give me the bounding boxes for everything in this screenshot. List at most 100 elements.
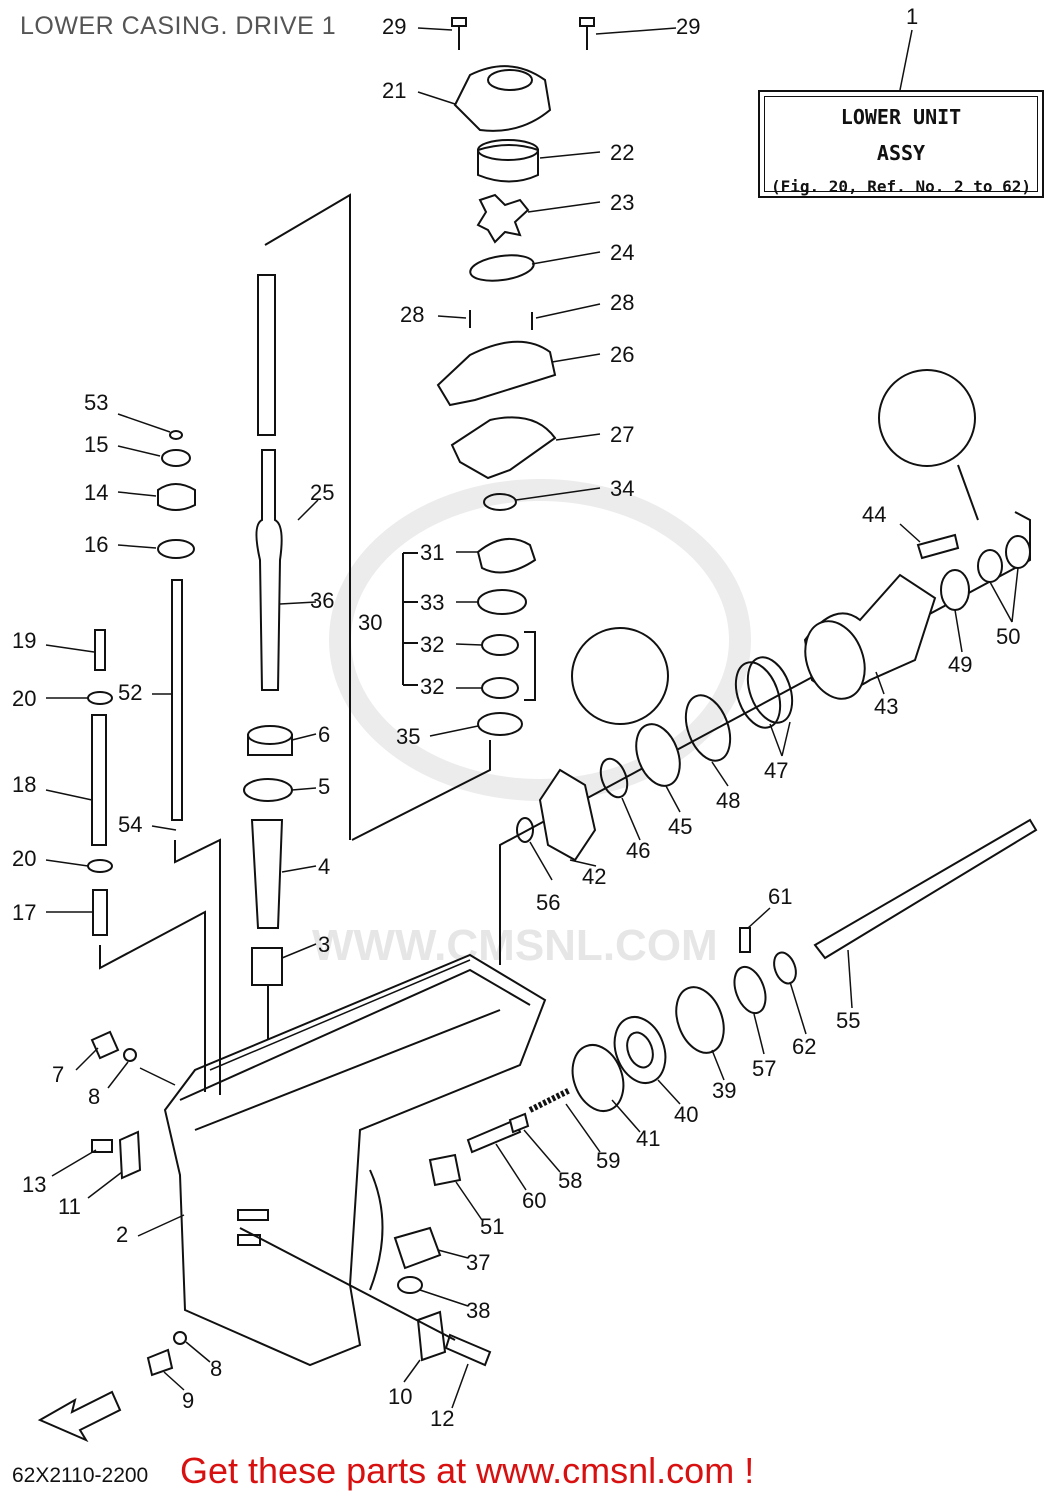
callout-54: 54 [118, 812, 142, 837]
lower-unit-assembly-box: LOWER UNIT ASSY (Fig. 20, Ref. No. 2 to … [758, 90, 1044, 198]
callout-20a: 20 [12, 686, 36, 711]
washer-35 [477, 712, 523, 736]
plunger-60 [466, 1118, 522, 1154]
pump-housing-21 [453, 65, 552, 132]
callout-62: 62 [792, 1034, 816, 1059]
leader-lines [45, 27, 1019, 1409]
oil-seal-32b [481, 677, 519, 699]
bearing-49 [940, 569, 970, 611]
page-title: LOWER CASING. DRIVE 1 [20, 12, 337, 40]
seal-50a [977, 549, 1003, 583]
plate-10 [416, 1310, 447, 1362]
callout-50: 50 [996, 624, 1020, 649]
spring-59 [528, 1087, 572, 1113]
hose-18 [91, 714, 107, 846]
screw-12 [444, 1333, 492, 1367]
callout-44: 44 [862, 502, 886, 527]
callout-20b: 20 [12, 846, 36, 871]
parts-artwork [87, 17, 1038, 1377]
drive-shaft-upper [257, 274, 276, 436]
seal-50b [1005, 535, 1031, 569]
screw-9 [146, 1348, 174, 1377]
drive-shaft-lower [255, 449, 283, 691]
callout-16: 16 [84, 532, 108, 557]
callout-31: 31 [420, 540, 444, 565]
callout-11: 11 [58, 1194, 81, 1219]
gasket-24 [469, 254, 535, 282]
clutch-57 [733, 965, 767, 1015]
propeller-shaft-55 [813, 818, 1038, 960]
nut-13 [91, 1139, 113, 1153]
oil-seal-34 [483, 493, 517, 511]
shift-rod-52 [171, 579, 183, 821]
washer-8b [173, 1331, 187, 1345]
callout-38: 38 [466, 1298, 490, 1323]
callout-53: 53 [84, 390, 108, 415]
lower-casing-2 [163, 953, 547, 1367]
bearing-40 [613, 1016, 667, 1084]
callout-29b: 29 [676, 14, 700, 39]
pin-61 [739, 927, 751, 953]
callout-labels: 29 29 21 22 23 24 28 28 26 27 34 31 33 3… [12, 14, 1020, 1431]
assembly-line-2: ASSY [876, 141, 926, 165]
callout-42: 42 [582, 864, 606, 889]
gasket-27 [450, 416, 557, 480]
callout-26: 26 [610, 342, 634, 367]
promo-text[interactable]: Get these parts at www.cmsnl.com ! [180, 1450, 755, 1491]
callout-57: 57 [752, 1056, 776, 1081]
assembly-box-inner: LOWER UNIT ASSY (Fig. 20, Ref. No. 2 to … [764, 96, 1038, 196]
shim-46 [599, 757, 629, 799]
callout-7: 7 [52, 1062, 64, 1087]
gear-39 [675, 986, 725, 1054]
callout-46: 46 [626, 838, 650, 863]
callout-4: 4 [318, 854, 330, 879]
assembly-ref-number: 1 [906, 4, 918, 29]
callout-37: 37 [466, 1250, 490, 1275]
callout-13: 13 [22, 1172, 46, 1197]
callout-19: 19 [12, 628, 36, 653]
callout-36: 36 [310, 588, 334, 613]
callout-39: 39 [712, 1078, 736, 1103]
callout-22: 22 [610, 140, 634, 165]
pinion-37 [393, 1226, 442, 1270]
shim-5 [243, 778, 293, 802]
callout-59: 59 [596, 1148, 620, 1173]
callout-51: 51 [480, 1214, 504, 1239]
o-ring-48 [684, 694, 732, 762]
callout-15: 15 [84, 432, 108, 457]
callout-32a: 32 [420, 632, 444, 657]
bushing-15 [161, 449, 191, 467]
callout-28b: 28 [610, 290, 634, 315]
screw-29-right [579, 17, 595, 50]
callout-12: 12 [430, 1406, 454, 1431]
cam-51 [428, 1153, 462, 1187]
callout-10: 10 [388, 1384, 412, 1409]
callout-28a: 28 [400, 302, 424, 327]
callout-60: 60 [522, 1188, 546, 1213]
pin-58 [508, 1112, 530, 1134]
shim-41 [571, 1044, 625, 1112]
callout-41: 41 [636, 1126, 660, 1151]
oil-seal-32a [481, 634, 519, 656]
callout-43: 43 [874, 694, 898, 719]
detail-circle-grease [878, 369, 976, 467]
assembly-line-1: LOWER UNIT [840, 105, 962, 129]
ref-leader: 1 [906, 4, 918, 29]
diagram-code: 62X2110-2200 [12, 1464, 149, 1487]
washer-8a [123, 1048, 137, 1062]
watermark-text: WWW.CMSNL.COM [312, 921, 718, 970]
callout-47: 47 [764, 758, 788, 783]
seal-16 [157, 539, 195, 559]
bolt-44 [916, 533, 960, 560]
gear-42 [538, 768, 597, 862]
callout-48: 48 [716, 788, 740, 813]
callout-14: 14 [84, 480, 108, 505]
callout-23: 23 [610, 190, 634, 215]
callout-3: 3 [318, 932, 330, 957]
callout-58: 58 [558, 1168, 582, 1193]
o-ring-53 [169, 430, 183, 440]
watermark: WWW.CMSNL.COM [312, 479, 751, 970]
callout-35: 35 [396, 724, 420, 749]
o-ring-33 [477, 589, 527, 615]
